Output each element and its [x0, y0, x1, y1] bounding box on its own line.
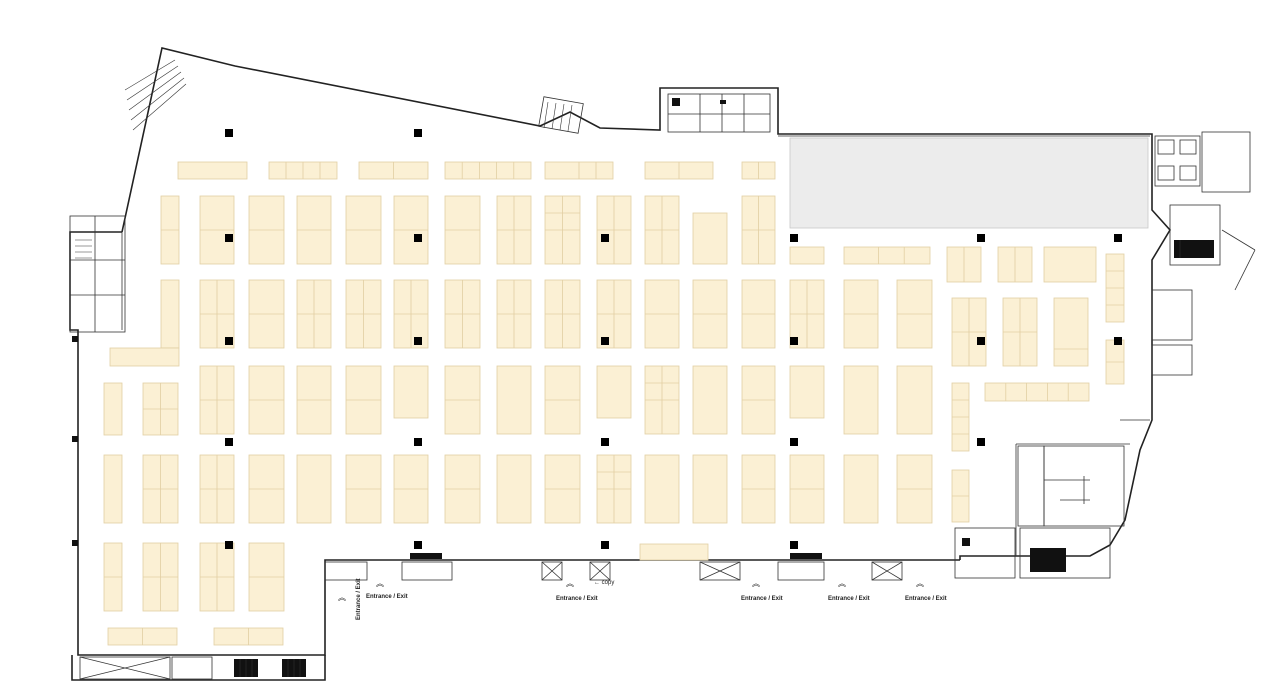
chevron-up-icon: ︽: [752, 579, 760, 588]
entrance-label: Entrance / Exit: [366, 594, 408, 600]
entrance-label: Entrance / Exit: [828, 596, 870, 602]
booth[interactable]: [393, 365, 429, 419]
service-rooms-east: [1120, 131, 1256, 421]
booth[interactable]: [843, 246, 931, 265]
pillar: [977, 337, 985, 345]
pillar: [1114, 337, 1122, 345]
entrance-west[interactable]: ︽ Entrance / Exit: [338, 578, 362, 620]
entrance-2[interactable]: ︽ Entrance / Exit ← copy: [556, 579, 614, 602]
booth-layer: [103, 161, 1125, 646]
booth[interactable]: [692, 365, 728, 435]
pillar: [414, 234, 422, 242]
booth[interactable]: [109, 347, 180, 367]
entrance-4[interactable]: ︽ Entrance / Exit: [828, 579, 870, 602]
pillar: [790, 438, 798, 446]
pillar: [601, 541, 609, 549]
booth[interactable]: [1043, 246, 1097, 283]
entrance-label: Entrance / Exit: [556, 596, 598, 602]
service-rooms-southeast: [954, 445, 1125, 579]
booth[interactable]: [596, 365, 632, 419]
pillar: [414, 337, 422, 345]
chevron-up-icon: ︽: [566, 579, 574, 588]
pillar: [1114, 234, 1122, 242]
booth[interactable]: [160, 279, 180, 349]
booth[interactable]: [496, 454, 532, 524]
reserved-area: [789, 137, 1149, 229]
pillar: [225, 541, 233, 549]
copy-note: ← copy: [594, 580, 614, 586]
booth[interactable]: [692, 454, 728, 524]
pillar: [225, 129, 233, 137]
entrance-1[interactable]: ︽ Entrance / Exit: [366, 579, 408, 600]
pillar: [601, 234, 609, 242]
pillar: [225, 234, 233, 242]
entrance-label: Entrance / Exit: [905, 596, 947, 602]
pillar: [601, 438, 609, 446]
chevron-up-icon: ︽: [338, 593, 346, 602]
pillar: [414, 541, 422, 549]
booth[interactable]: [789, 246, 825, 265]
entrance-label: Entrance / Exit: [356, 578, 362, 620]
booth[interactable]: [444, 161, 532, 180]
service-rooms-west: [69, 215, 126, 546]
booth[interactable]: [496, 365, 532, 435]
pillar: [414, 438, 422, 446]
booth[interactable]: [692, 212, 728, 265]
entrance-label: Entrance / Exit: [741, 596, 783, 602]
pillar-layer: [225, 129, 1122, 549]
booth[interactable]: [843, 454, 879, 524]
booth[interactable]: [103, 454, 123, 524]
stairs-north: [538, 96, 584, 134]
booth[interactable]: [639, 543, 709, 561]
pillar: [790, 541, 798, 549]
stairs-northwest: [124, 59, 187, 131]
pillar: [977, 234, 985, 242]
pillar: [225, 438, 233, 446]
pillar: [601, 337, 609, 345]
booth[interactable]: [1053, 297, 1089, 367]
booth[interactable]: [896, 365, 933, 435]
pillar: [977, 438, 985, 446]
chevron-up-icon: ︽: [916, 579, 924, 588]
entrance-vestibules: [324, 553, 903, 581]
service-rooms-south: [79, 656, 306, 680]
entrance-3[interactable]: ︽ Entrance / Exit: [741, 579, 783, 602]
booth[interactable]: [296, 454, 332, 524]
booth[interactable]: [177, 161, 248, 180]
pillar: [414, 129, 422, 137]
pillar: [790, 234, 798, 242]
booth[interactable]: [789, 365, 825, 419]
entrance-5[interactable]: ︽ Entrance / Exit: [905, 579, 947, 602]
pillar: [790, 337, 798, 345]
pillar: [225, 337, 233, 345]
booth[interactable]: [103, 382, 123, 436]
booth[interactable]: [984, 382, 1090, 402]
service-rooms-north: [667, 93, 771, 133]
chevron-up-icon: ︽: [376, 579, 384, 588]
booth[interactable]: [644, 454, 680, 524]
booth[interactable]: [843, 365, 879, 435]
chevron-up-icon: ︽: [838, 579, 846, 588]
